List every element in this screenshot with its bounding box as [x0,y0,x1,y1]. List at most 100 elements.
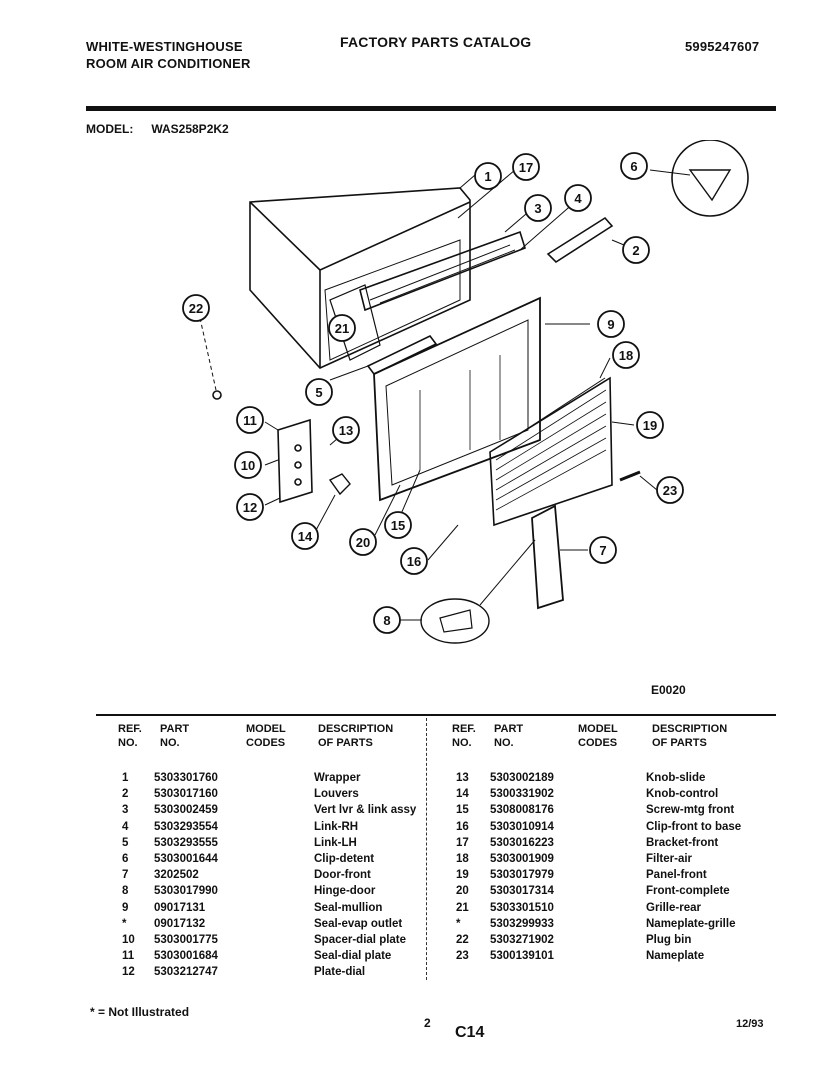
part-no: 5303299933 [490,917,554,930]
callout-7 [589,536,617,564]
part-description: Nameplate-grille [646,917,736,930]
exploded-parts-diagram: 1 17 3 4 6 2 22 21 9 5 18 11 13 19 10 23… [182,140,749,644]
part-no: 5303271902 [490,933,554,946]
part-description: Clip-detent [314,852,375,865]
callout-group [182,152,684,634]
ref-no: 14 [456,788,469,801]
part-no: 5303002189 [490,772,554,784]
louver-assembly [359,230,526,312]
part-no: 09017132 [154,917,206,930]
ref-no: 1 [122,772,129,784]
panel-front [489,376,613,527]
callout-label: 23 [663,483,677,498]
ref-no: 16 [456,820,469,833]
part-no: 3202502 [154,869,199,882]
part-no: 5303001644 [154,852,218,865]
dial-plate [277,418,313,504]
part-description: Seal-evap outlet [314,917,403,930]
section-code: C14 [455,1024,485,1041]
front-complete [373,296,541,502]
part-description: Clip-front to base [646,820,742,833]
part-description: Plug bin [646,933,692,946]
callout-label: 12 [243,500,257,515]
part-no: 5303017979 [490,869,554,882]
callout-21 [328,314,356,342]
callout-5 [305,378,333,406]
leader-lines [199,169,691,621]
part-no: 5303001909 [490,852,554,865]
callout-label: 8 [383,613,390,628]
part-description: Wrapper [314,772,361,784]
ref-no: 9 [122,901,129,914]
part-no: 5303301510 [490,901,554,914]
part-description: Hinge-door [314,885,376,898]
part-description: Seal-mullion [314,901,383,914]
part-description: Seal-dial plate [314,950,392,963]
ref-no: 21 [456,901,469,914]
col-header-ref-right: REF.NO. [452,723,476,749]
diagram-code: E0020 [651,683,686,697]
callout-label: 1 [484,169,491,184]
callout-11 [236,406,264,434]
callout-label: 10 [241,458,255,473]
ref-no: 8 [122,885,129,898]
part-description: Link-RH [314,820,359,833]
callout-8 [373,606,401,634]
wrapper-cabinet [249,187,471,369]
col-header-ref: REF.NO. [118,723,142,749]
front-door [531,504,564,610]
brand-header: WHITE-WESTINGHOUSE ROOM AIR CONDITIONER [86,38,251,72]
callout-20 [349,528,377,556]
part-description: Nameplate [646,950,705,963]
callout-18 [612,341,640,369]
brand-name: WHITE-WESTINGHOUSE [86,39,243,54]
part-no: 5308008176 [490,804,554,817]
ref-no: 10 [122,933,135,946]
callout-2 [622,236,650,264]
part-description: Link-LH [314,836,357,849]
model-label: MODEL: [86,122,134,136]
part-description: Panel-front [646,869,707,882]
header-rule [86,106,776,111]
part-description: Spacer-dial plate [314,933,407,946]
part-no: 5303002459 [154,804,218,817]
part-no: 5300139101 [490,950,554,963]
callout-22 [182,294,210,322]
ref-no: 17 [456,836,469,849]
callout-label: 14 [298,529,313,544]
part-description: Louvers [314,788,359,801]
part-description: Door-front [314,869,371,882]
callout-label: 3 [534,201,541,216]
hinge-door-detail [420,598,490,644]
table-column-divider [426,718,428,980]
callout-14 [291,522,319,550]
callout-23 [656,476,684,504]
callout-label: 4 [574,191,582,206]
part-description: Knob-control [646,788,719,801]
link-lh [366,334,438,376]
product-type: ROOM AIR CONDITIONER [86,56,251,71]
not-illustrated-note: * = Not Illustrated [90,1005,190,1019]
ref-no: 15 [456,804,469,817]
part-description: Knob-slide [646,772,706,784]
part-no: 5303017990 [154,885,218,898]
callout-label: 21 [335,321,349,336]
catalog-number: 5995247607 [685,39,760,54]
callout-label: 11 [243,413,257,428]
part-no: 5303017314 [490,885,554,898]
callout-label: 19 [643,418,657,433]
